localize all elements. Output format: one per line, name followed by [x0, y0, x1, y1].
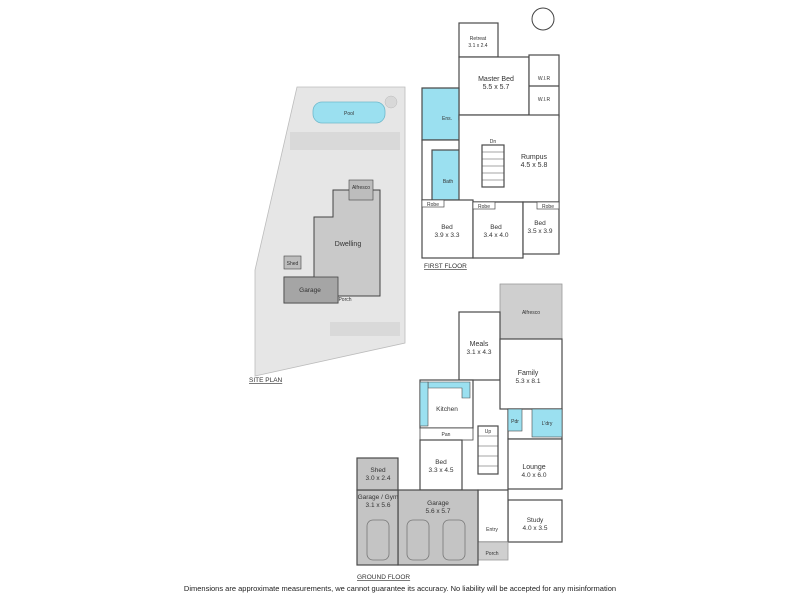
ff-robe-3-label: Robe	[542, 204, 554, 210]
car-icon	[442, 519, 466, 561]
ff-master-bed-name: Master Bed	[478, 76, 514, 83]
gf-entry-label: Entry	[486, 527, 498, 533]
gf-garage-gym	[356, 489, 399, 566]
site-shed	[283, 255, 302, 270]
gf-study-dim: 4.0 x 3.5	[523, 525, 548, 532]
gf-bed-dim: 3.3 x 4.5	[429, 467, 454, 474]
ff-bed-2-name: Bed	[490, 224, 502, 231]
gf-meals-dim: 3.1 x 4.3	[467, 349, 492, 356]
gf-family-name: Family	[518, 370, 539, 377]
gf-entry	[477, 489, 509, 543]
gf-alfresco-label: Alfresco	[522, 310, 540, 316]
ff-bed-1	[421, 199, 474, 259]
ff-bed-3-dim: 3.5 x 3.9	[528, 228, 553, 235]
gf-kitchen-name: Kitchen	[436, 406, 458, 413]
ff-bed-3	[522, 201, 560, 255]
gf-meals-name: Meals	[470, 341, 489, 348]
gf-garage-gym-dim: 3.1 x 5.6	[366, 502, 391, 509]
ff-master-bed-dim: 5.5 x 5.7	[483, 84, 510, 91]
disclaimer-text: Dimensions are approximate measurements,…	[183, 584, 617, 593]
gf-pdr	[507, 408, 523, 432]
ff-bed-2	[472, 201, 524, 259]
car-icon	[366, 519, 390, 561]
gf-family-dim: 5.3 x 8.1	[516, 378, 541, 385]
site-pool-label: Pool	[344, 111, 354, 117]
north-arrow-icon	[531, 7, 555, 31]
ff-retreat	[458, 22, 499, 58]
first-floor-section-label: FIRST FLOOR	[424, 263, 467, 270]
gf-shed-dim: 3.0 x 2.4	[366, 475, 391, 482]
ground-floor-plan	[356, 283, 563, 566]
gf-kitchen-bench-side	[419, 381, 429, 427]
ff-master-bed	[458, 56, 530, 116]
gf-laundry-label: L'dry	[542, 421, 553, 427]
ff-robe-1	[421, 199, 445, 208]
gf-lounge-dim: 4.0 x 6.0	[522, 472, 547, 479]
gf-porch-label: Porch	[485, 551, 498, 557]
ff-retreat-dim: 3.1 x 2.4	[468, 43, 487, 49]
ff-rumpus-name: Rumpus	[521, 154, 548, 161]
gf-bed-name: Bed	[435, 459, 447, 466]
ground-floor-labels: Alfresco Meals 3.1 x 4.3 Family 5.3 x 8.…	[357, 310, 553, 581]
site-plan-section-label: SITE PLAN	[249, 377, 283, 384]
gf-garage-gym-name: Garage / Gym	[358, 494, 399, 501]
site-plan: Pool Alfresco Dwelling Garage Porch Shed…	[249, 86, 406, 384]
site-landscaping	[290, 132, 400, 150]
site-garage-label: Garage	[299, 287, 321, 294]
ff-robe-1-label: Robe	[427, 202, 439, 208]
gf-alfresco	[499, 283, 563, 340]
gf-family	[499, 338, 563, 410]
ff-robe-2-label: Robe	[478, 204, 490, 210]
gf-shed-name: Shed	[370, 467, 386, 474]
site-alfresco	[348, 179, 374, 201]
ff-rumpus-dim: 4.5 x 5.8	[521, 162, 548, 169]
site-landscaping-front	[330, 322, 400, 336]
site-alfresco-label: Alfresco	[352, 185, 370, 191]
site-garage	[283, 276, 339, 304]
ff-bed-2-dim: 3.4 x 4.0	[484, 232, 509, 239]
first-floor-labels: Retreat 3.1 x 2.4 Master Bed 5.5 x 5.7 W…	[424, 36, 554, 270]
site-pool	[312, 101, 386, 124]
ff-bed-3-name: Bed	[534, 220, 546, 227]
ff-bed-1-dim: 3.9 x 3.3	[435, 232, 460, 239]
gf-garage-dim: 5.6 x 5.7	[426, 508, 451, 515]
ff-robe-3	[536, 201, 560, 210]
gf-study	[507, 499, 563, 543]
first-floor-plan	[421, 22, 560, 259]
car-icon	[406, 519, 430, 561]
ff-bath-label: Bath	[443, 179, 454, 185]
site-dwelling-label: Dwelling	[335, 241, 362, 248]
gf-lounge-name: Lounge	[522, 464, 545, 471]
gf-laundry	[531, 408, 563, 438]
site-pool-spa	[384, 95, 398, 109]
ff-wir-2-label: W.I.R	[538, 97, 551, 103]
ground-floor-section-label: GROUND FLOOR	[357, 574, 410, 581]
gf-pantry-label: Pan	[442, 432, 451, 438]
ff-stair-label: Dn	[490, 139, 497, 145]
ff-bed-1-name: Bed	[441, 224, 453, 231]
ff-wir-1-label: W.I.R	[538, 76, 551, 82]
gf-stair-label: Up	[485, 429, 492, 435]
gf-pdr-label: Pdr	[511, 419, 519, 425]
gf-shed	[356, 457, 399, 491]
ff-ensuite-label: Ens.	[442, 116, 452, 122]
gf-study-name: Study	[527, 517, 544, 524]
ff-bath	[431, 149, 462, 201]
ff-robe-2	[472, 201, 496, 210]
ff-retreat-name: Retreat	[470, 36, 487, 42]
ff-rumpus	[458, 114, 560, 203]
gf-garage-name: Garage	[427, 500, 449, 507]
site-shed-label: Shed	[287, 261, 299, 267]
site-porch-label: Porch	[338, 297, 351, 303]
gf-lounge	[507, 438, 563, 490]
gf-stair	[477, 425, 499, 475]
